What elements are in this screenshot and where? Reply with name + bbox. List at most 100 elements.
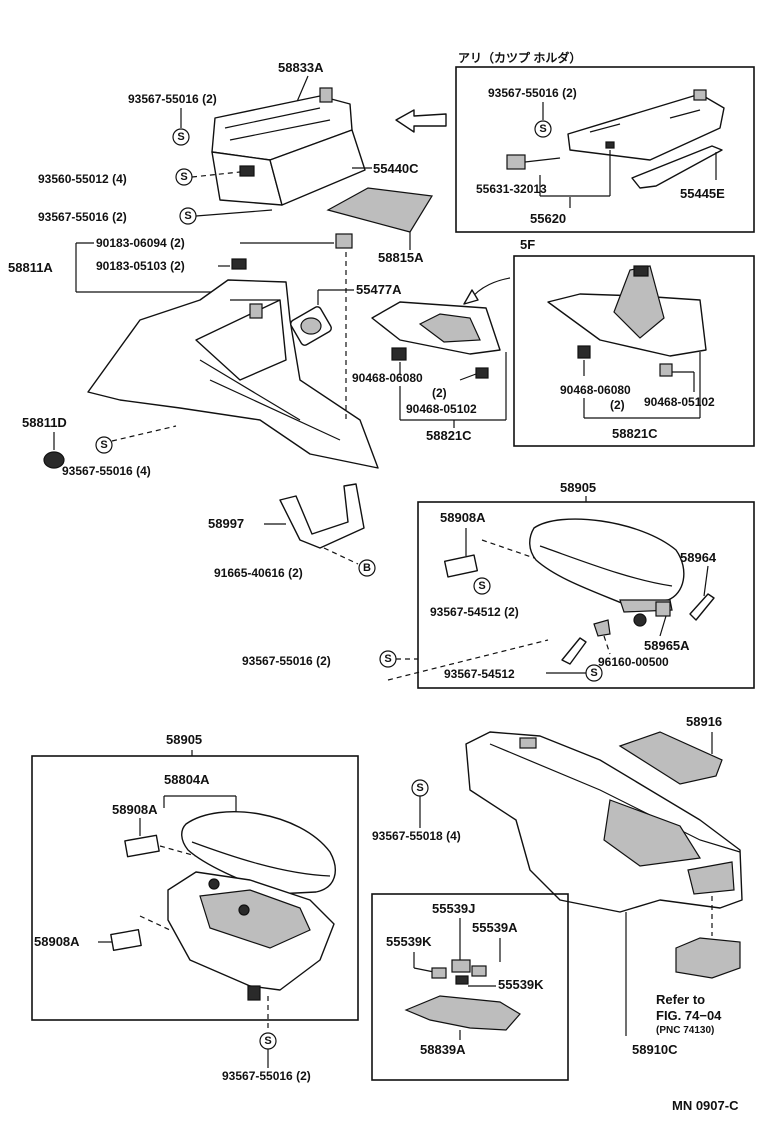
5f-inset: 5F 90468-06080 (2) 90468-05102 58821C <box>513 237 755 447</box>
label-93567-55016-2d: 93567-55016 (2) <box>222 1069 311 1083</box>
label-58910C: 58910C <box>632 1042 678 1057</box>
label-91665-40616-2: 91665-40616 (2) <box>214 566 303 580</box>
rear-console <box>465 731 743 913</box>
refer-line-3: (PNC 74130) <box>656 1025 714 1036</box>
console-lid-mat <box>618 731 723 785</box>
armrest-hinge-upper <box>124 834 160 858</box>
label-58833A: 58833A <box>278 60 324 75</box>
upper-console-box-group: 58833A 93567-55016 (2) S 93560-55012 (4)… <box>38 60 447 265</box>
label-90468-06080: 90468-06080 <box>352 371 423 385</box>
armrest-hinge-lower <box>110 928 142 952</box>
direction-arrow-icon <box>395 109 447 133</box>
refer-line-2: FIG. 74−04 <box>656 1008 722 1023</box>
screw-symbol: S <box>379 650 397 668</box>
armrest-pad <box>181 810 336 895</box>
label-58815A: 58815A <box>378 250 424 265</box>
label-55539K-b: 55539K <box>498 977 544 992</box>
console-bracket-group: 58997 91665-40616 (2) B <box>208 483 376 580</box>
label-55539A: 55539A <box>472 920 518 935</box>
screw-symbol: S <box>473 577 491 595</box>
shift-cover-plate <box>404 995 521 1031</box>
label-55539J: 55539J <box>432 901 475 916</box>
svg-text:S: S <box>264 1035 271 1047</box>
label-93567-55018-4: 93567-55018 (4) <box>372 829 461 843</box>
rear-console-group: 58916 S 93567-55018 (4) Refer to FIG. 74… <box>372 714 743 1057</box>
bolt-symbol: B <box>358 559 376 577</box>
armrest-rod <box>561 637 587 665</box>
label-58821C: 58821C <box>426 428 472 443</box>
label-93567-54512-2: 93567-54512 (2) <box>430 605 519 619</box>
screw-symbol: S <box>179 207 197 225</box>
label-55620: 55620 <box>530 211 566 226</box>
label-58839A: 58839A <box>420 1042 466 1057</box>
label-90183-05103-2: 90183-05103 (2) <box>96 259 185 273</box>
svg-text:S: S <box>177 131 184 143</box>
svg-text:S: S <box>416 782 423 794</box>
label-two-count: (2) <box>432 386 447 400</box>
label-58908A-bottom-2: 58908A <box>34 934 80 949</box>
armrest-lock-lever <box>689 593 715 621</box>
screw-symbol: S <box>175 168 193 186</box>
console-knob <box>43 451 65 469</box>
console-mat <box>326 187 433 233</box>
label-55631-32013: 55631-32013 <box>476 182 547 196</box>
footer-code: MN 0907-C <box>672 1098 739 1113</box>
label-58811A: 58811A <box>8 260 53 275</box>
svg-text:S: S <box>100 439 107 451</box>
label-58804A: 58804A <box>164 772 210 787</box>
label-two-count-5f: (2) <box>610 398 625 412</box>
label-96160-00500: 96160-00500 <box>598 655 669 669</box>
refer-line-1: Refer to <box>656 992 705 1007</box>
label-58905-bottom: 58905 <box>166 732 202 747</box>
console-bracket <box>279 483 365 549</box>
label-58821C-5f: 58821C <box>612 426 658 441</box>
shift-boot-ring <box>290 306 332 346</box>
label-55440C: 55440C <box>373 161 419 176</box>
screw-symbol: S <box>259 1032 277 1050</box>
label-93567-55016-4: 93567-55016 (4) <box>62 464 151 478</box>
label-93567-54512: 93567-54512 <box>444 667 515 681</box>
screw-symbol: S <box>411 779 429 797</box>
5f-inset-title: 5F <box>520 237 535 252</box>
label-90183-06094-2: 90183-06094 (2) <box>96 236 185 250</box>
svg-text:S: S <box>590 667 597 679</box>
armrest-latch <box>593 619 611 637</box>
label-58905-top: 58905 <box>560 480 596 495</box>
screw-symbol: S <box>534 120 552 138</box>
label-93567-55016-2-inset: 93567-55016 (2) <box>488 86 577 100</box>
svg-text:S: S <box>384 653 391 665</box>
label-90468-06080-5f: 90468-06080 <box>560 383 631 397</box>
label-58811D: 58811D <box>22 415 67 430</box>
label-90468-05102-5f: 90468-05102 <box>644 395 715 409</box>
label-58908A-top: 58908A <box>440 510 486 525</box>
armrest-lid <box>529 518 685 605</box>
label-58997: 58997 <box>208 516 244 531</box>
cup-holder-clip <box>506 154 526 170</box>
label-90468-05102: 90468-05102 <box>406 402 477 416</box>
label-58908A-bottom-1: 58908A <box>112 802 158 817</box>
screw-symbol: S <box>95 436 113 454</box>
shift-boot <box>613 265 665 339</box>
armrest-hinge <box>443 554 479 578</box>
svg-text:S: S <box>180 171 187 183</box>
cup-holder-inset-title: アリ（カツプ ホルダ） <box>458 50 581 65</box>
svg-text:B: B <box>363 562 371 574</box>
label-58965A: 58965A <box>644 638 690 653</box>
label-58964: 58964 <box>680 550 717 565</box>
label-93567-55016-2b: 93567-55016 (2) <box>38 210 127 224</box>
label-93567-55016-2a: 93567-55016 (2) <box>128 92 217 106</box>
clip-fastener <box>335 233 353 249</box>
shift-panel-group: 90468-06080 (2) 90468-05102 58821C <box>352 277 511 443</box>
svg-text:S: S <box>478 580 485 592</box>
label-55539K-a: 55539K <box>386 934 432 949</box>
label-93560-55012-4: 93560-55012 (4) <box>38 172 127 186</box>
armrest-set-top: 58905 58908A S 93567-54512 (2) 58964 589… <box>242 480 755 689</box>
armrest-set-bottom: 58905 58804A 58908A 58908A S 93567-55016… <box>31 732 359 1083</box>
label-93567-55016-2c: 93567-55016 (2) <box>242 654 331 668</box>
label-58916: 58916 <box>686 714 722 729</box>
svg-text:S: S <box>184 210 191 222</box>
cup-holder-bracket <box>631 145 723 189</box>
shift-cover-set: 55539J 55539K 55539A 55539K 58839A <box>371 893 569 1081</box>
label-55477A: 55477A <box>356 282 402 297</box>
